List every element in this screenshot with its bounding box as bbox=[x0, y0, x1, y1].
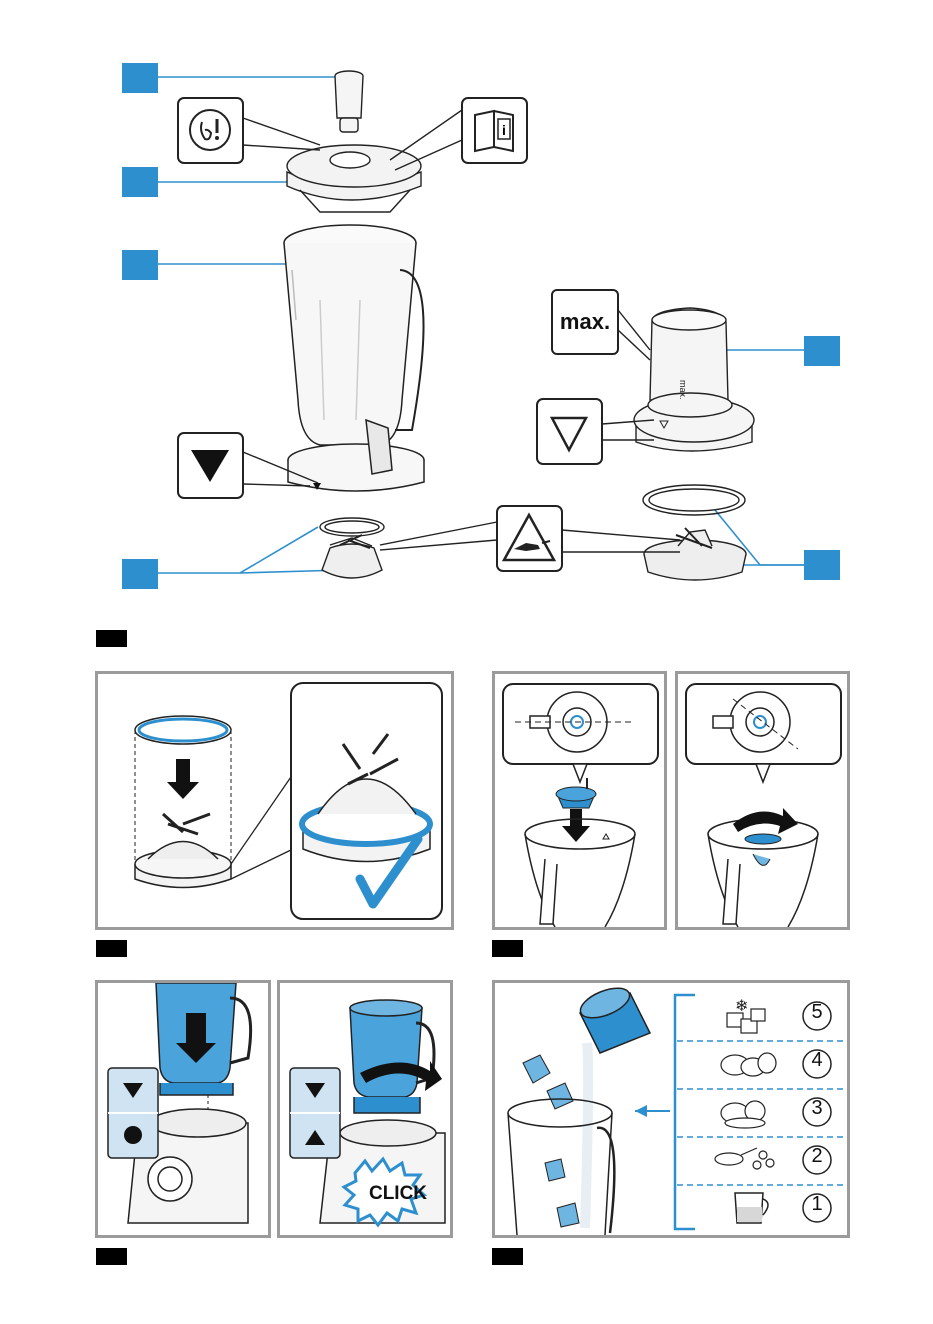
figure-tag-1 bbox=[96, 630, 127, 647]
max-fill-label: max. bbox=[560, 309, 610, 335]
liquid-cup-icon bbox=[735, 1193, 768, 1223]
layer-number-1: 1 bbox=[795, 1193, 839, 1216]
outline-triangle-icon bbox=[536, 398, 603, 465]
callout-lid bbox=[122, 167, 158, 197]
layer-number-5: 5 bbox=[795, 1001, 839, 1024]
down-triangle-icon bbox=[177, 432, 244, 499]
figure-tag-2 bbox=[96, 940, 127, 957]
insert-blade-illustration bbox=[495, 674, 664, 927]
figure-tag-3 bbox=[492, 940, 523, 957]
hand-warning-icon bbox=[177, 97, 244, 164]
callout-blade-assembly bbox=[122, 559, 158, 589]
callout-measuring-cup bbox=[122, 63, 158, 93]
callout-mini-chopper bbox=[804, 336, 840, 366]
panel-filling-order: ❄ 5 4 3 2 1 bbox=[492, 980, 850, 1238]
layer-number-3: 3 bbox=[795, 1097, 839, 1120]
svg-text:i: i bbox=[502, 122, 506, 138]
callout-jug bbox=[122, 250, 158, 280]
click-label: CLICK bbox=[360, 1183, 436, 1205]
manual-info-icon: i bbox=[461, 97, 528, 164]
layer-number-2: 2 bbox=[795, 1145, 839, 1168]
figure-tag-4 bbox=[96, 1248, 127, 1265]
svg-text:❄: ❄ bbox=[735, 998, 748, 1015]
panel-place-jug bbox=[95, 980, 271, 1238]
leafy-greens-icon bbox=[721, 1053, 776, 1076]
panel-rotate-blade bbox=[675, 671, 850, 930]
layer-number-4: 4 bbox=[795, 1049, 839, 1072]
panel-seal-ring bbox=[95, 671, 454, 930]
seal-ring-illustration bbox=[98, 674, 451, 927]
ice-cubes-icon: ❄ bbox=[727, 998, 765, 1033]
svg-text:max.: max. bbox=[678, 380, 688, 400]
sharp-blade-warning-icon bbox=[496, 505, 563, 572]
panel-lock-jug: CLICK bbox=[277, 980, 453, 1238]
nuts-seeds-icon bbox=[715, 1148, 774, 1169]
panel-insert-blade bbox=[492, 671, 667, 930]
rotate-blade-illustration bbox=[678, 674, 847, 927]
max-fill-label-box: max. bbox=[551, 289, 619, 355]
figure-tag-5 bbox=[492, 1248, 523, 1265]
fruits-vegetables-icon bbox=[721, 1101, 765, 1128]
exploded-parts-illustration: max. bbox=[0, 0, 933, 620]
callout-chopper-blade bbox=[804, 550, 840, 580]
place-jug-illustration bbox=[98, 983, 268, 1235]
